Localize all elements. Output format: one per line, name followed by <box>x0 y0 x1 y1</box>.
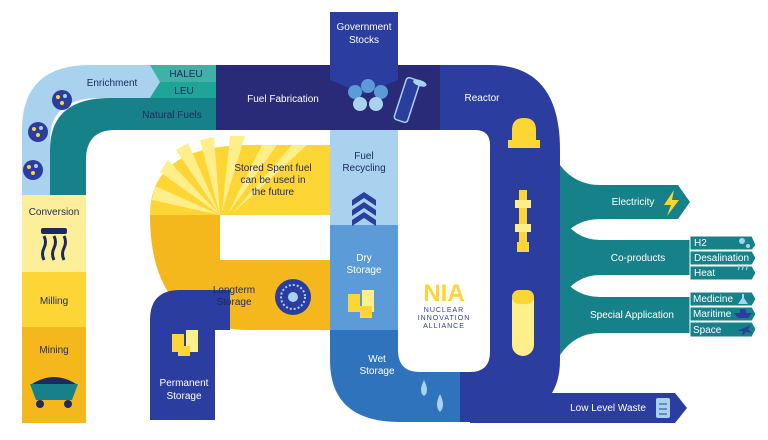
longterm-storage-label-1: Longterm <box>213 285 255 296</box>
fuel-pellets-icon <box>348 79 388 111</box>
co-product-item-heat: Heat <box>694 268 715 279</box>
spent-fuel-rays <box>152 136 307 215</box>
plane-icon <box>737 325 752 336</box>
logo-mark: NIA <box>423 280 464 307</box>
leu-label: LEU <box>174 86 193 97</box>
recycling-chevrons-icon <box>352 192 376 226</box>
government-stocks-label-1: Government <box>336 22 391 33</box>
lightning-icon <box>664 190 679 216</box>
haleu-band <box>150 65 216 82</box>
special-item-medicine: Medicine <box>693 294 733 305</box>
medicine-flask-icon <box>738 294 748 304</box>
logo-line-2: INNOVATION <box>418 315 471 322</box>
low-level-waste-arrow <box>470 393 687 423</box>
dry-storage-label-1: Dry <box>356 253 372 264</box>
water-drops-icon <box>421 380 443 412</box>
government-stocks-label-2: Stocks <box>349 35 379 46</box>
reactor-vessel-icon <box>512 290 534 356</box>
logo-line-3: ALLIANCE <box>423 323 465 330</box>
electricity-arrow <box>560 165 690 240</box>
reactor-label: Reactor <box>464 93 500 104</box>
fuel-recycling-label-1: Fuel <box>354 151 373 162</box>
special-application-arrow <box>560 275 690 355</box>
fuel-fabrication-label: Fuel Fabrication <box>247 94 319 105</box>
co-product-item-h2: H2 <box>694 238 707 249</box>
permanent-storage-casks-icon <box>172 330 198 356</box>
wet-storage-label-1: Wet <box>368 354 386 365</box>
stored-spent-fuel-label-2: can be used in <box>240 175 305 186</box>
waste-canister-icon <box>656 398 670 418</box>
low-level-waste-label: Low Level Waste <box>570 403 646 414</box>
co-products-items <box>689 235 757 281</box>
government-stocks-block <box>330 12 398 94</box>
dry-storage-casks-icon <box>348 290 374 318</box>
haleu-label: HALEU <box>169 69 202 80</box>
mining-label: Mining <box>39 345 68 356</box>
fuel-rod-icon <box>393 76 427 124</box>
special-item-space: Space <box>693 325 722 336</box>
enrichment-label: Enrichment <box>87 78 138 89</box>
conversion-tank-icon <box>41 228 67 261</box>
heat-waves-icon <box>737 263 748 271</box>
logo-line-1: NUCLEAR <box>424 307 464 314</box>
conversion-label: Conversion <box>29 207 80 218</box>
leu-band <box>150 82 216 98</box>
permanent-storage-label-1: Permanent <box>160 378 209 389</box>
milling-label: Milling <box>40 296 68 307</box>
turbine-icon <box>515 190 531 252</box>
storage-cask-top-icon <box>275 279 311 315</box>
reactor-dome-icon <box>508 118 540 148</box>
longterm-storage-label-2: Storage <box>216 297 251 308</box>
milling-block <box>22 272 86 327</box>
stored-spent-fuel-label-1: Stored Spent fuel <box>234 163 311 174</box>
fuel-recycling-block <box>330 130 398 225</box>
ship-icon <box>734 309 752 318</box>
h2-bubbles-icon <box>739 238 750 248</box>
reactor-return-band <box>440 65 560 422</box>
co-products-arrow <box>560 215 690 300</box>
stored-spent-fuel-label-3: the future <box>252 187 295 198</box>
co-product-item-desalination: Desalination <box>694 253 749 264</box>
dry-storage-label-2: Storage <box>346 265 381 276</box>
mine-cart-icon <box>30 377 78 408</box>
nia-logo: NIA NUCLEAR INNOVATION ALLIANCE <box>418 280 471 330</box>
mining-block <box>22 325 86 423</box>
fuel-recycling-label-2: Recycling <box>342 163 385 174</box>
co-products-label: Co-products <box>611 253 665 264</box>
wet-storage-label-2: Storage <box>359 366 394 377</box>
permanent-storage-label-2: Storage <box>166 391 201 402</box>
special-item-maritime: Maritime <box>693 309 732 320</box>
special-application-label: Special Application <box>590 310 674 321</box>
enrichment-particle-icons <box>23 90 72 180</box>
natural-fuels-arc <box>50 98 216 195</box>
wet-storage-band <box>330 330 470 422</box>
natural-fuels-label: Natural Fuels <box>142 110 201 121</box>
electricity-label: Electricity <box>612 197 655 208</box>
